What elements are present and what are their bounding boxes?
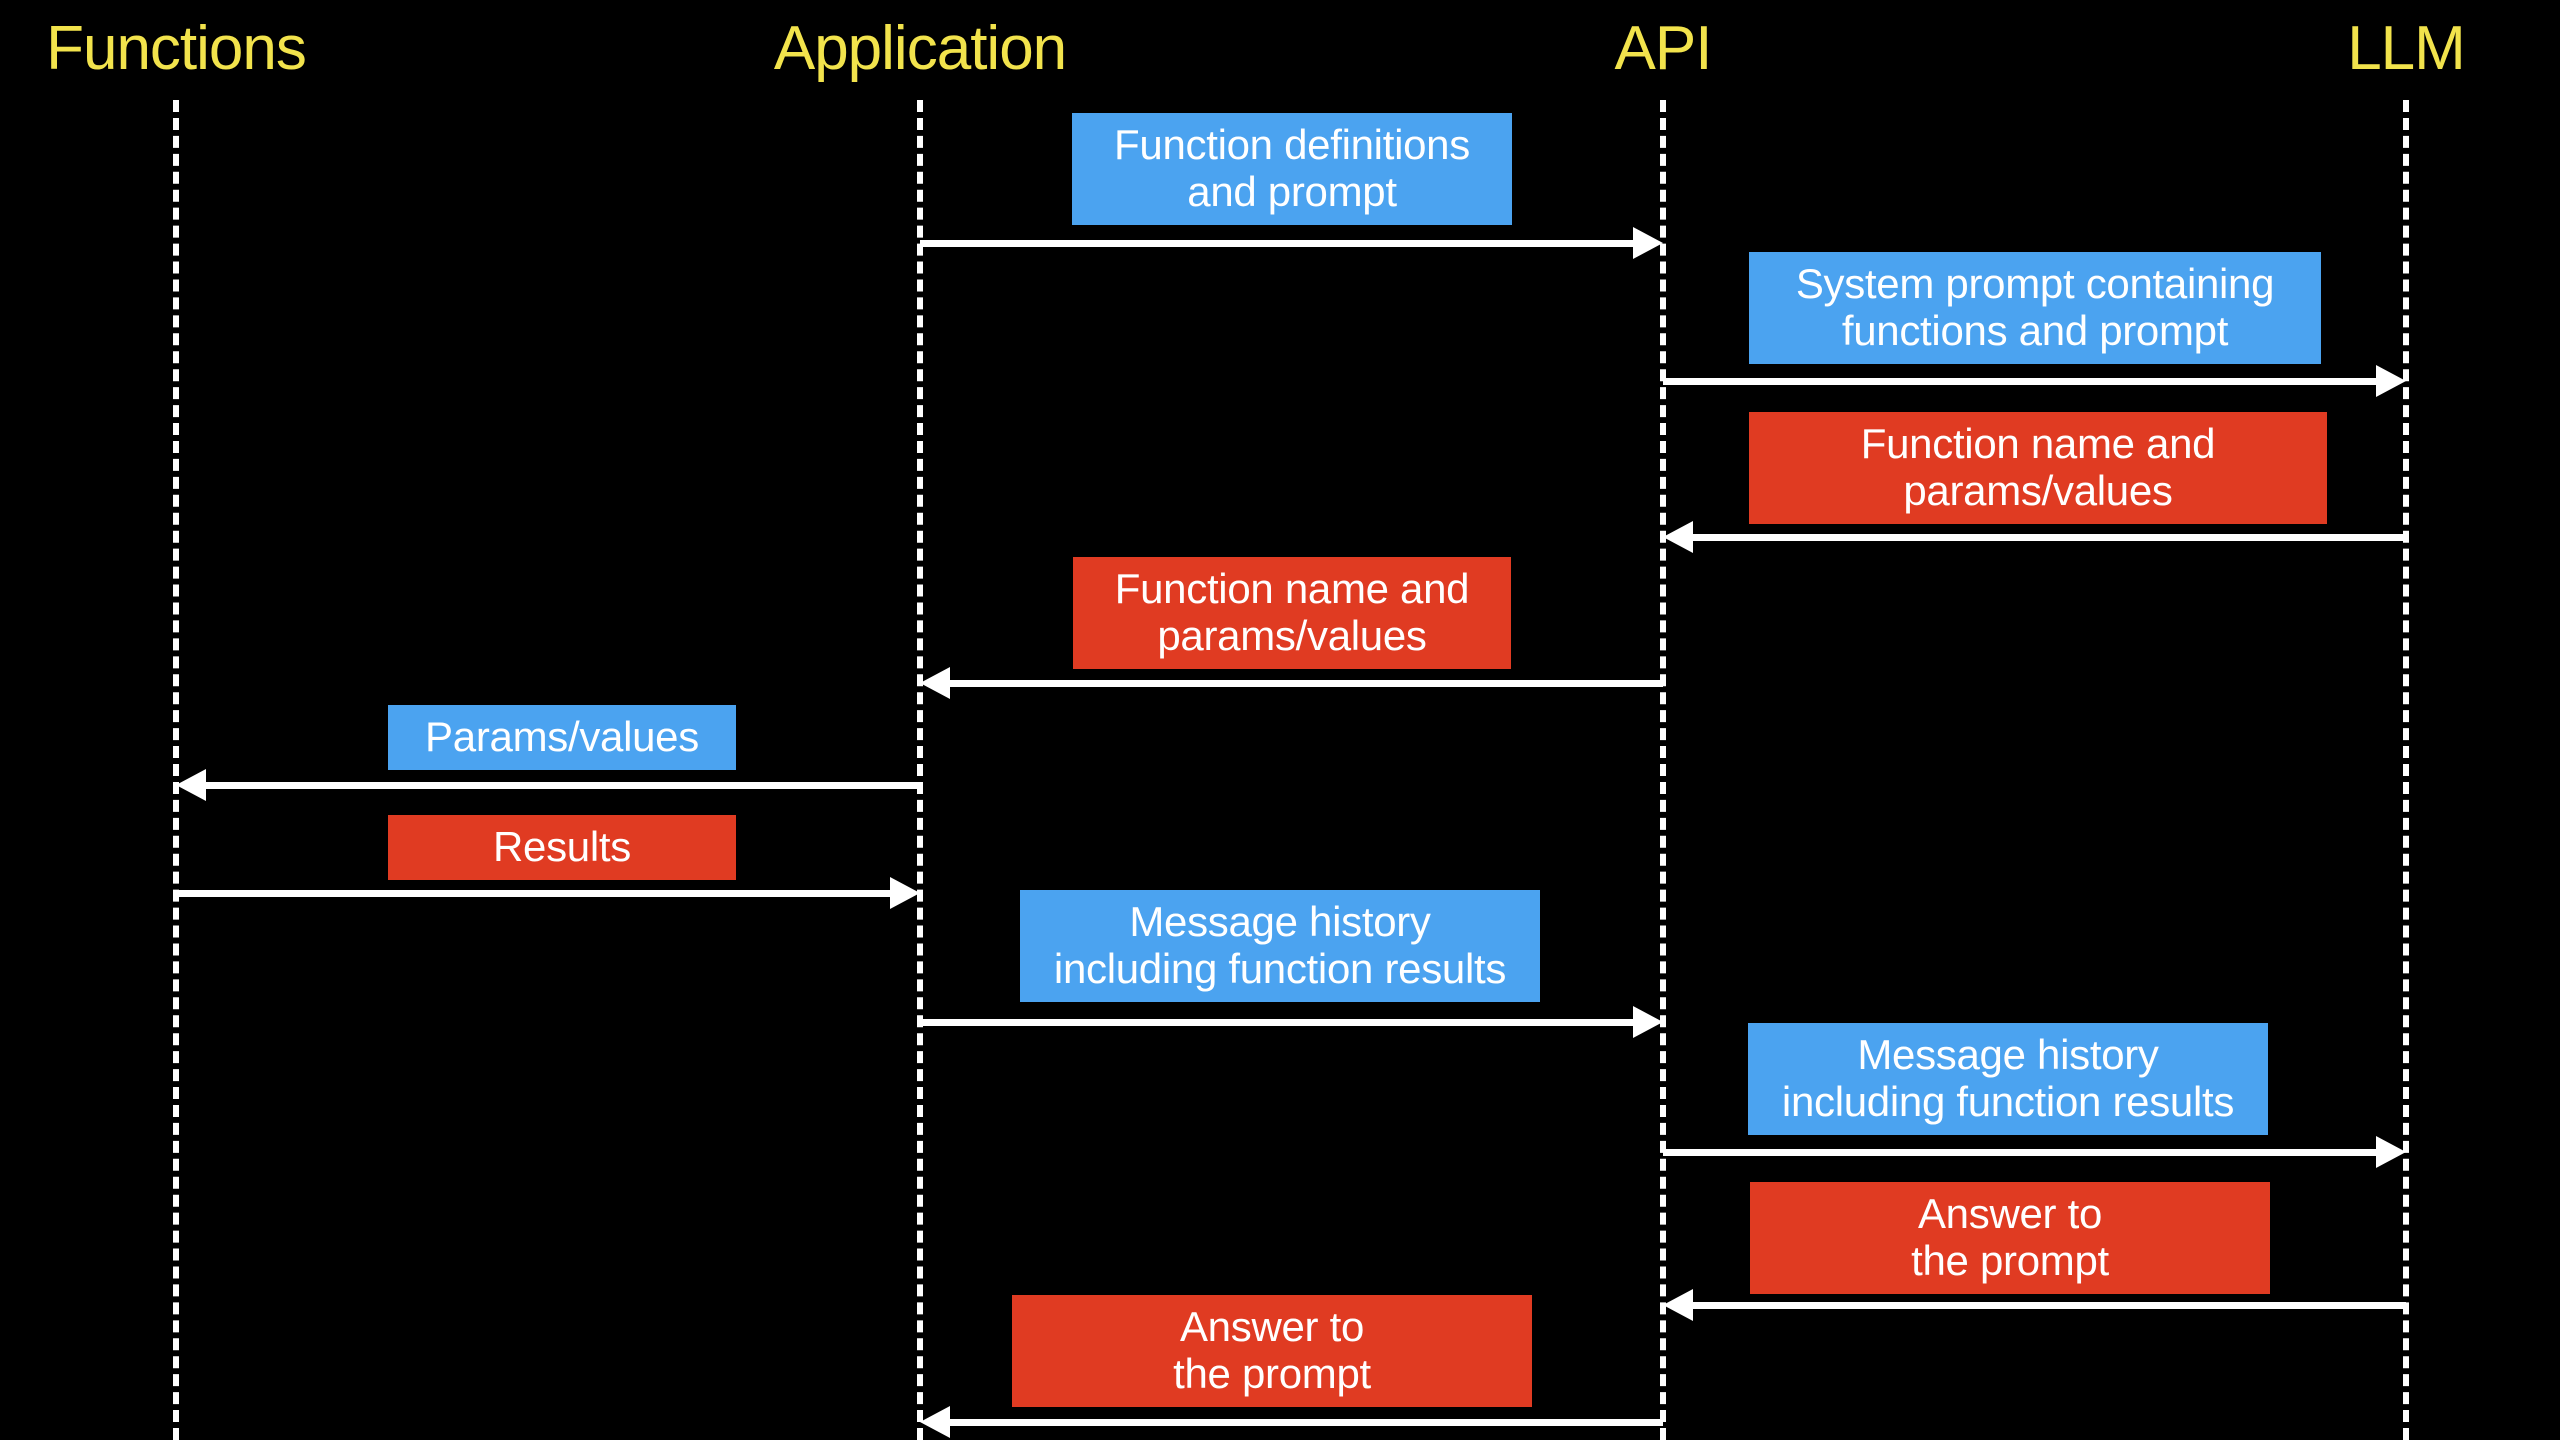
arrow-shaft bbox=[1663, 1149, 2380, 1156]
arrow-head-icon bbox=[1663, 1289, 1693, 1321]
message-arrow-m6 bbox=[176, 877, 920, 909]
arrow-head-icon bbox=[2376, 1136, 2406, 1168]
arrow-head-icon bbox=[920, 667, 950, 699]
arrow-shaft bbox=[1663, 378, 2380, 385]
message-label-m8: Message history including function resul… bbox=[1748, 1023, 2268, 1136]
message-arrow-m2 bbox=[1663, 365, 2406, 397]
arrow-shaft bbox=[920, 1019, 1637, 1026]
arrow-shaft bbox=[1689, 1302, 2406, 1309]
message-label-m4: Function name and params/values bbox=[1073, 557, 1511, 670]
lifeline-llm bbox=[2403, 100, 2409, 1440]
message-label-m7: Message history including function resul… bbox=[1020, 890, 1540, 1003]
message-arrow-m10 bbox=[920, 1406, 1663, 1438]
lifeline-api bbox=[1660, 100, 1666, 1440]
message-label-m3: Function name and params/values bbox=[1749, 412, 2327, 525]
arrow-head-icon bbox=[920, 1406, 950, 1438]
arrow-shaft bbox=[946, 1419, 1663, 1426]
arrow-head-icon bbox=[2376, 365, 2406, 397]
arrow-shaft bbox=[202, 782, 920, 789]
participant-label-api: API bbox=[1614, 14, 1713, 83]
arrow-shaft bbox=[920, 240, 1637, 247]
message-label-m5: Params/values bbox=[388, 705, 736, 771]
message-arrow-m3 bbox=[1663, 521, 2406, 553]
message-arrow-m8 bbox=[1663, 1136, 2406, 1168]
message-label-m2: System prompt containing functions and p… bbox=[1749, 252, 2321, 365]
message-arrow-m7 bbox=[920, 1006, 1663, 1038]
arrow-shaft bbox=[176, 890, 894, 897]
participant-label-llm: LLM bbox=[2347, 14, 2466, 83]
message-label-m1: Function definitions and prompt bbox=[1072, 113, 1512, 226]
arrow-head-icon bbox=[176, 769, 206, 801]
message-label-m9: Answer to the prompt bbox=[1750, 1182, 2270, 1295]
message-arrow-m9 bbox=[1663, 1289, 2406, 1321]
participant-label-functions: Functions bbox=[46, 14, 307, 83]
arrow-shaft bbox=[1689, 534, 2406, 541]
participant-label-application: Application bbox=[773, 14, 1067, 83]
arrow-head-icon bbox=[1633, 1006, 1663, 1038]
arrow-head-icon bbox=[1663, 521, 1693, 553]
message-arrow-m5 bbox=[176, 769, 920, 801]
message-arrow-m1 bbox=[920, 227, 1663, 259]
message-label-m10: Answer to the prompt bbox=[1012, 1295, 1532, 1408]
arrow-shaft bbox=[946, 680, 1663, 687]
message-label-m6: Results bbox=[388, 815, 736, 881]
message-arrow-m4 bbox=[920, 667, 1663, 699]
arrow-head-icon bbox=[890, 877, 920, 909]
arrow-head-icon bbox=[1633, 227, 1663, 259]
lifeline-application bbox=[917, 100, 923, 1440]
